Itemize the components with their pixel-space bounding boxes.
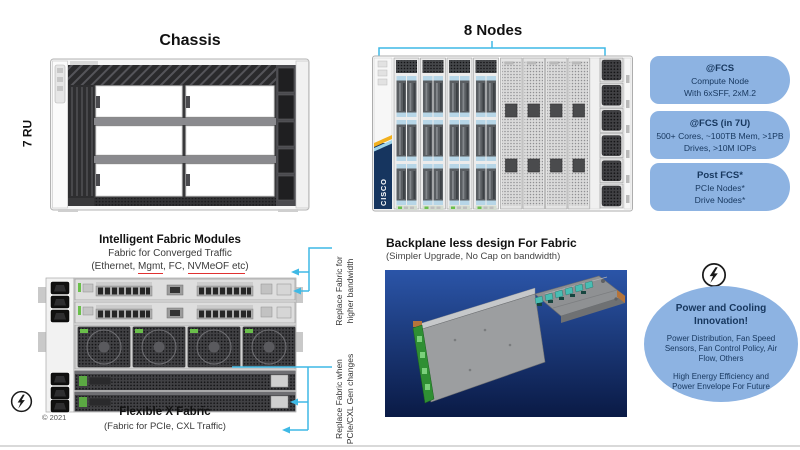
side-label-higher-bandwidth: Replace Fabric for higher bandwidth [334, 256, 355, 326]
fabric-protocols-line: (Ethernet, Mgmt, FC, NVMeOF etc) [91, 261, 249, 274]
callout-fcs-7u: @FCS (in 7U) 500+ Cores, ~100TB Mem, >1P… [650, 111, 790, 159]
chassis-title: Chassis [159, 32, 221, 49]
backplane-title: Backplane less design For Fabric [386, 236, 577, 250]
flexible-fabric-title: Flexible X Fabric [119, 406, 211, 418]
copyright-label: © 2021 [42, 413, 67, 422]
nvmeof-term: NVMeOF etc [187, 261, 246, 274]
callout-title: Post FCS* [697, 170, 743, 181]
backplane-render [385, 270, 627, 417]
cisco-logo: CISCO [379, 178, 388, 206]
callout-post-fcs: Post FCS* PCIe Nodes* Drive Nodes* [650, 163, 790, 211]
power-cooling-ellipse: Power and Cooling Innovation! Power Dist… [644, 286, 798, 402]
nodes-title: 8 Nodes [463, 22, 523, 39]
power-cooling-body2: High Energy Efficiency and Power Envelop… [672, 372, 770, 391]
power-cooling-body: Power Distribution, Fan Speed Sensors, F… [664, 334, 778, 363]
side-label-gen-changes: Replace Fabric when PCIe/CXL Gen changes [334, 353, 355, 445]
chassis-rear-illustration [38, 277, 303, 413]
callout-fcs-compute: @FCS Compute Node With 6xSFF, 2xM.2 [650, 56, 790, 104]
fabric-modules-subtitle: Fabric for Converged Traffic [108, 248, 232, 259]
slide-bottom-edge [0, 445, 800, 447]
mgmt-term: Mgmt [138, 261, 164, 274]
nodes-bracket [378, 41, 606, 57]
chassis-size-label: 7 RU [20, 119, 35, 148]
server-front-illustration: CISCO [372, 55, 633, 212]
power-bolt-icon [701, 262, 727, 288]
callout-title: @FCS [705, 63, 735, 74]
backplane-subtitle: (Simpler Upgrade, No Cap on bandwidth) [386, 251, 561, 262]
flexible-fabric-subtitle: (Fabric for PCIe, CXL Traffic) [104, 421, 226, 432]
callout-title: @FCS (in 7U) [689, 118, 751, 129]
power-bolt-icon [10, 390, 33, 413]
chassis-illustration [50, 58, 310, 212]
fabric-modules-title: Intelligent Fabric Modules [99, 234, 241, 246]
